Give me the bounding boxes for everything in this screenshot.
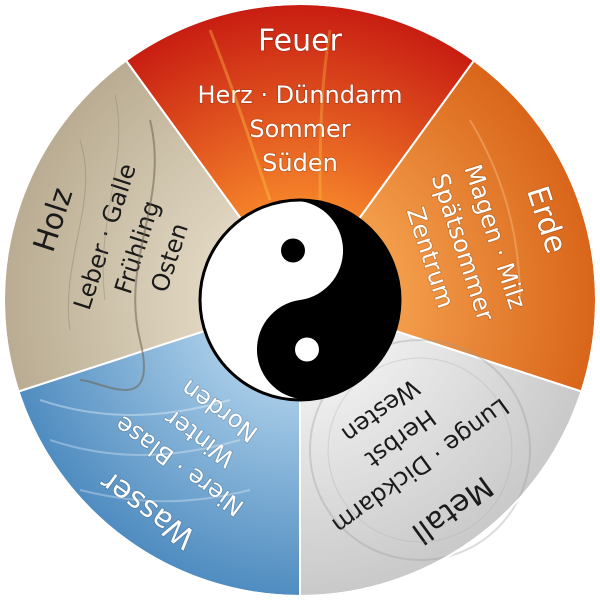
yin-yang-dark-dot bbox=[281, 239, 305, 263]
fire-element-label: Feuer bbox=[258, 24, 343, 59]
fire-direction-label: Süden bbox=[262, 149, 338, 177]
fire-season-label: Sommer bbox=[249, 115, 350, 143]
yin-yang-light-dot bbox=[295, 338, 319, 362]
fire-organs-label: Herz · Dünndarm bbox=[197, 81, 402, 109]
